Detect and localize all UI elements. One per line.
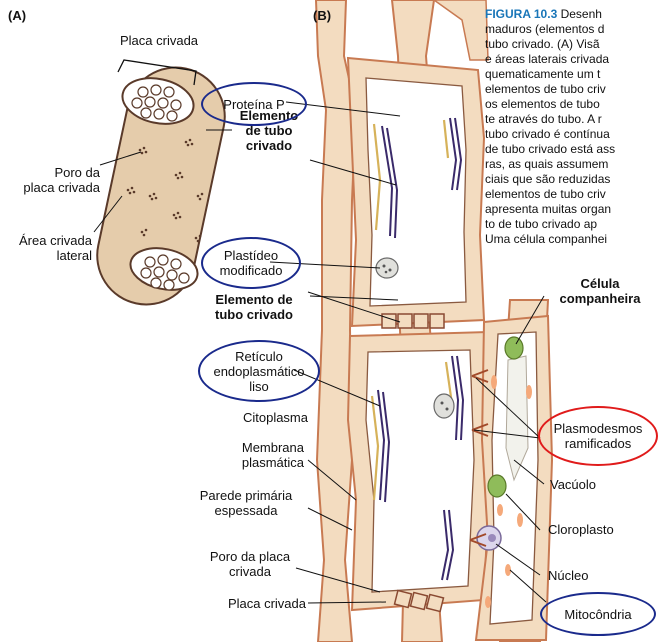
ellipse-plasmodesmos: Plasmodesmos ramificados bbox=[538, 406, 658, 466]
figure-caption: FIGURA 10.3 Desenh maduros (elementos d … bbox=[485, 7, 663, 247]
label-placa-crivada-top: Placa crivada bbox=[120, 33, 198, 48]
label-placa-crivada-b: Placa crivada bbox=[200, 596, 306, 611]
caption-line-13: apresenta muitas organ bbox=[485, 202, 611, 216]
caption-line-1: maduros (elementos d bbox=[485, 22, 604, 36]
caption-line-2: tubo crivado. (A) Visã bbox=[485, 37, 600, 51]
label-area-crivada: Área crivada lateral bbox=[0, 233, 92, 263]
label-poro-placa: Poro da placa crivada bbox=[0, 165, 100, 195]
label-parede: Parede primária espessada bbox=[186, 488, 306, 518]
caption-line-5: elementos de tubo criv bbox=[485, 82, 606, 96]
label-plastideo: Plastídeo modificado bbox=[220, 248, 283, 278]
caption-line-4: quematicamente um t bbox=[485, 67, 600, 81]
caption-line-10: ras, as quais assumem bbox=[485, 157, 608, 171]
label-cloroplasto: Cloroplasto bbox=[548, 522, 614, 537]
caption-line-12: elementos de tubo criv bbox=[485, 187, 606, 201]
label-reticulo: Retículo endoplasmático liso bbox=[213, 349, 304, 394]
caption-line-15: Uma célula companhei bbox=[485, 232, 607, 246]
label-nucleo: Núcleo bbox=[548, 568, 588, 583]
caption-line-6: os elementos de tubo bbox=[485, 97, 600, 111]
caption-line-11: ciais que são reduzidas bbox=[485, 172, 610, 186]
ellipse-proteina-p: Proteína P bbox=[201, 82, 307, 126]
panel-label-a: (A) bbox=[8, 8, 26, 23]
panel-label-b: (B) bbox=[313, 8, 331, 23]
label-membrana: Membrana plasmática bbox=[200, 440, 304, 470]
label-vacuolo: Vacúolo bbox=[550, 477, 596, 492]
label-proteina-p: Proteína P bbox=[223, 97, 284, 112]
caption-line-3: e áreas laterais crivada bbox=[485, 52, 609, 66]
ellipse-plastideo: Plastídeo modificado bbox=[201, 237, 301, 289]
caption-line-14: to de tubo crivado ap bbox=[485, 217, 597, 231]
caption-line-0: Desenh bbox=[557, 7, 602, 21]
label-citoplasma: Citoplasma bbox=[200, 410, 308, 425]
caption-line-9: de tubo crivado está ass bbox=[485, 142, 615, 156]
label-elemento-tubo-2: Elemento de tubo crivado bbox=[203, 292, 305, 322]
label-plasmodesmos: Plasmodesmos ramificados bbox=[554, 421, 643, 451]
ellipse-mitocondria: Mitocôndria bbox=[540, 592, 656, 636]
caption-line-7: te através do tubo. A r bbox=[485, 112, 602, 126]
label-mitocondria: Mitocôndria bbox=[564, 607, 631, 622]
caption-figure-label: FIGURA 10.3 bbox=[485, 7, 557, 21]
label-celula-companheira: Célula companheira bbox=[548, 276, 652, 306]
ellipse-reticulo: Retículo endoplasmático liso bbox=[198, 340, 320, 402]
caption-line-8: tubo crivado é contínua bbox=[485, 127, 610, 141]
label-poro-placa-b: Poro da placa crivada bbox=[200, 549, 300, 579]
